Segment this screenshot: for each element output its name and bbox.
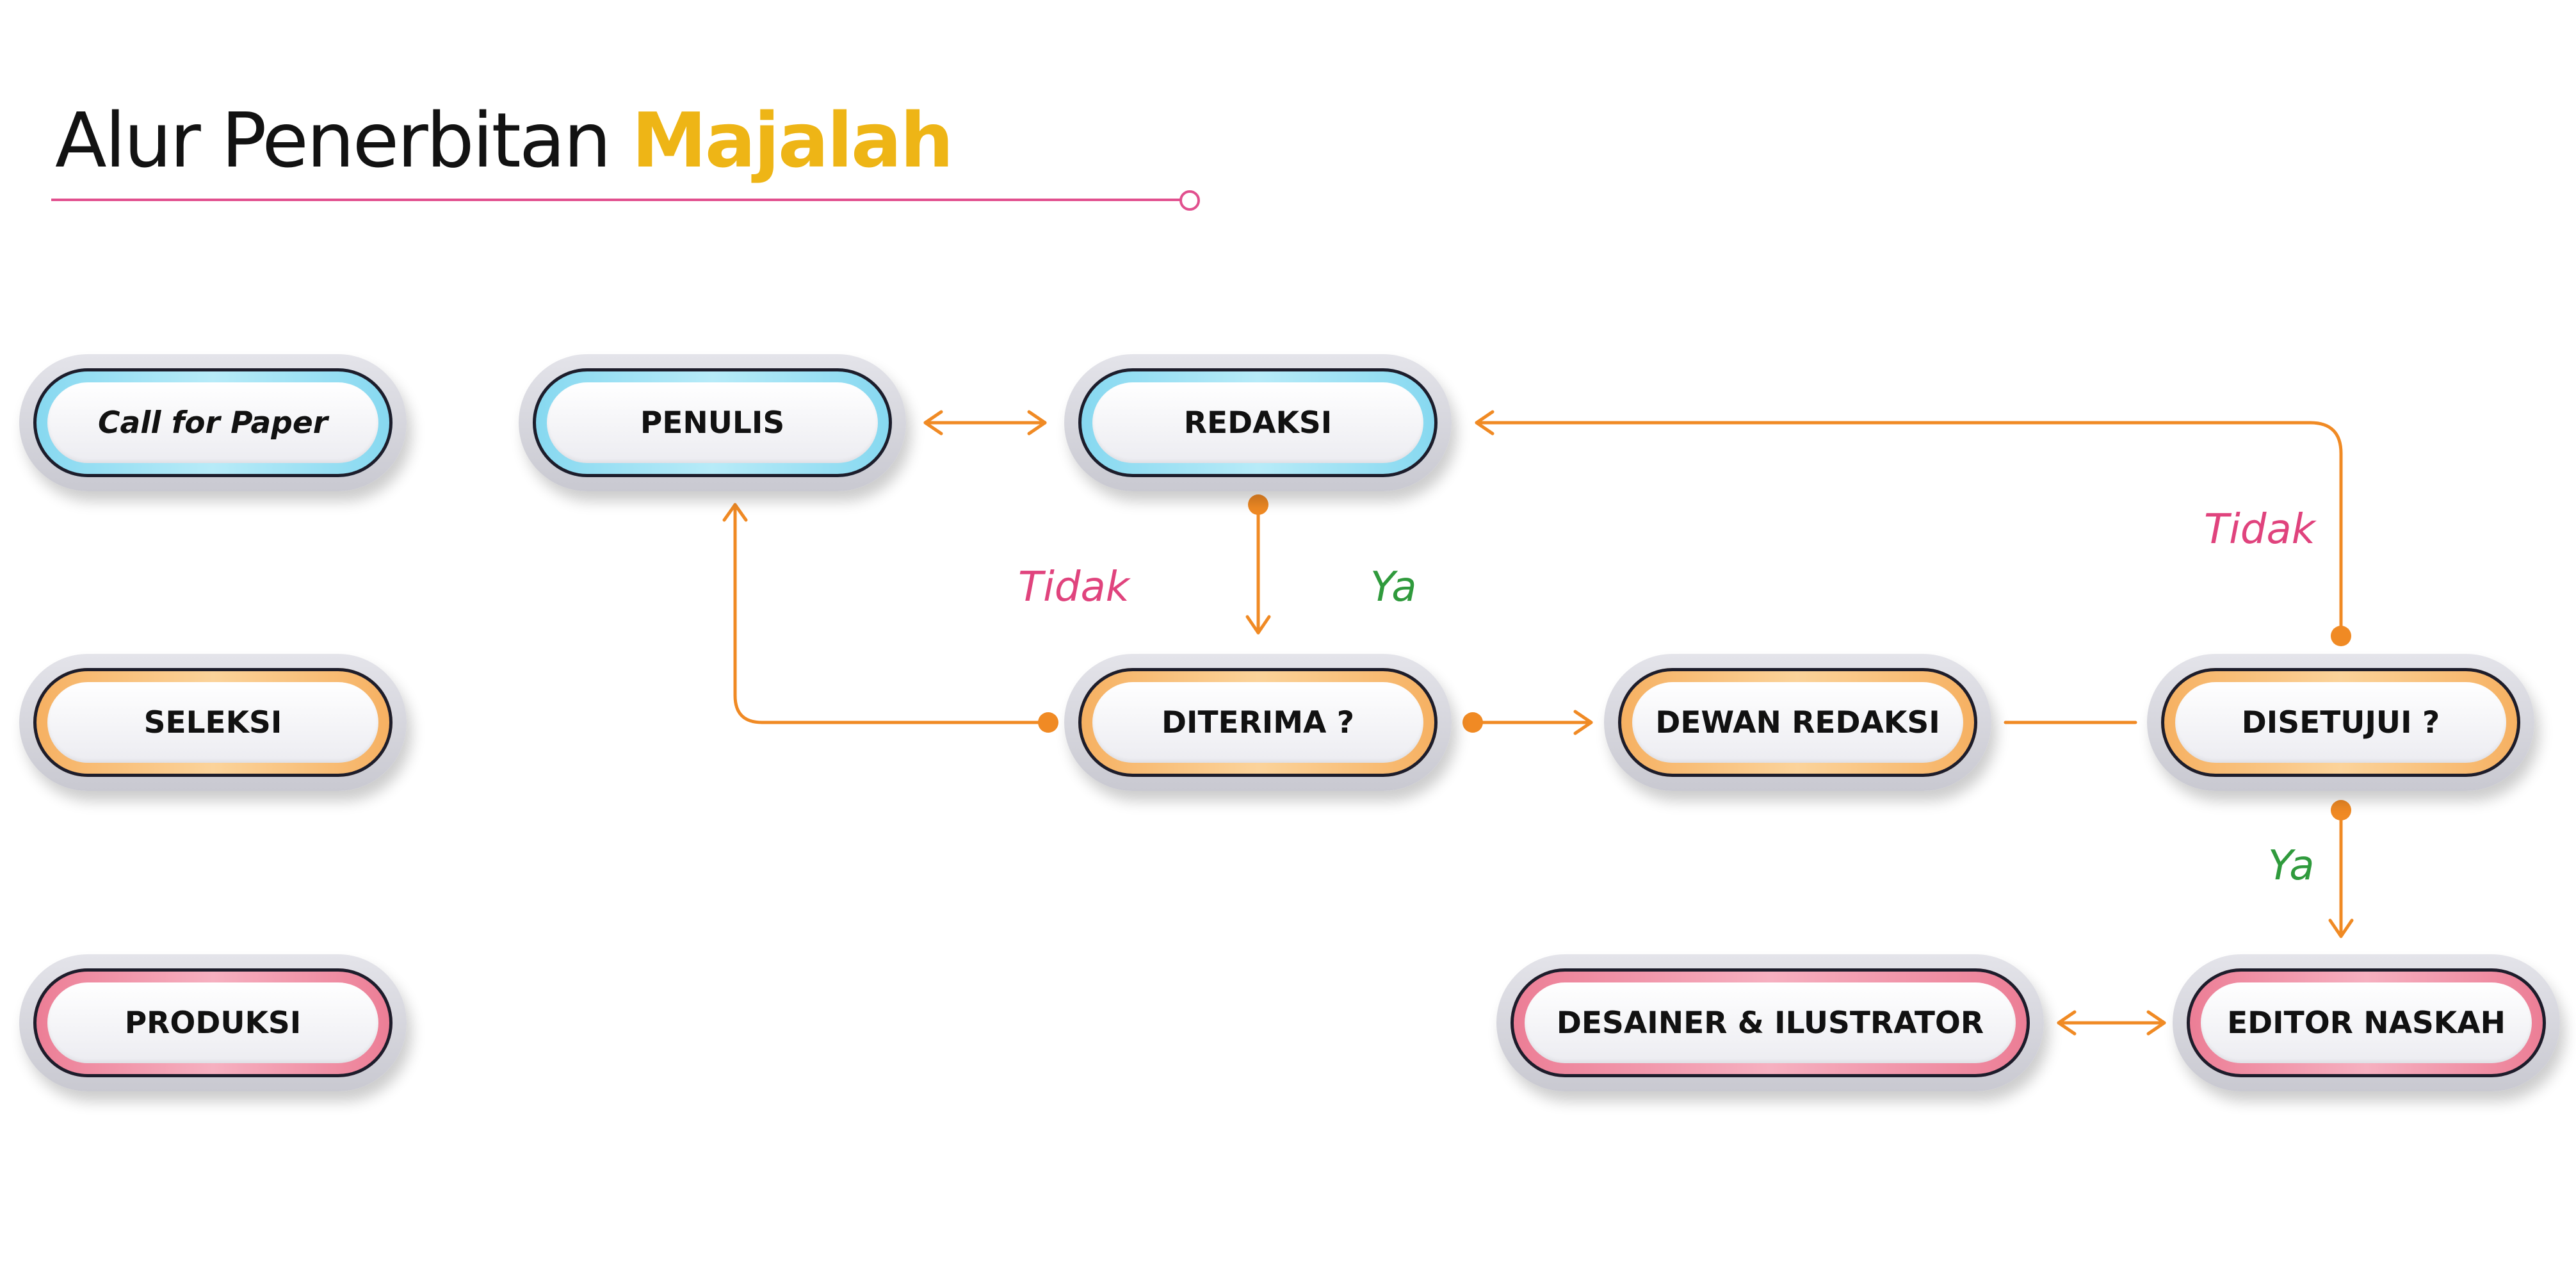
legend-label: SELEKSI [143,705,282,740]
title-prefix: Alur Penerbitan [55,96,612,184]
node-label: DEWAN REDAKSI [1655,705,1940,740]
connector-disetujui-ya-editor [2328,808,2354,938]
node-label: PENULIS [640,405,785,441]
connector-dot [1038,712,1058,733]
connector-dot [2331,626,2351,646]
node-desainer-ilustrator: DESAINER & ILUSTRATOR [1496,954,2044,1091]
node-dewan-redaksi: DEWAN REDAKSI [1604,654,1991,791]
title-underline-end-circle [1179,190,1200,211]
node-label: DISETUJUI ? [2241,705,2440,740]
connector-dot [1462,712,1483,733]
node-editor-naskah: EDITOR NASKAH [2173,954,2560,1091]
legend-call-for-paper: Call for Paper [19,354,407,491]
node-redaksi: REDAKSI [1064,354,1452,491]
node-penulis: PENULIS [519,354,906,491]
node-label: EDITOR NASKAH [2227,1005,2506,1041]
node-label: REDAKSI [1183,405,1333,441]
title-underline [51,199,1189,201]
node-label: DITERIMA ? [1161,705,1355,740]
disetujui-yes-label: Ya [2268,842,2315,890]
connector-dot [2331,800,2351,820]
connector-diterima-tidak-penulis [722,503,1050,724]
connector-desainer-editor [2057,1010,2166,1036]
legend-produksi: PRODUKSI [19,954,407,1091]
node-disetujui: DISETUJUI ? [2147,654,2534,791]
connector-penulis-redaksi [923,410,1047,436]
connector-dot [1248,494,1268,515]
node-diterima: DITERIMA ? [1064,654,1452,791]
connector-disetujui-tidak-redaksi [1475,410,2343,638]
connector-diterima-ya-dewan [1471,710,1593,735]
diterima-no-label: Tidak [1018,564,1130,611]
diterima-yes-label: Ya [1370,564,1417,611]
title-accent: Majalah [631,96,953,184]
legend-label: PRODUKSI [124,1005,302,1041]
disetujui-no-label: Tidak [2204,506,2315,553]
connector-redaksi-diterima [1245,503,1271,635]
page-title: Alur Penerbitan Majalah [55,96,954,184]
legend-label: Call for Paper [98,405,328,441]
node-label: DESAINER & ILUSTRATOR [1556,1005,1984,1041]
legend-seleksi: SELEKSI [19,654,407,791]
